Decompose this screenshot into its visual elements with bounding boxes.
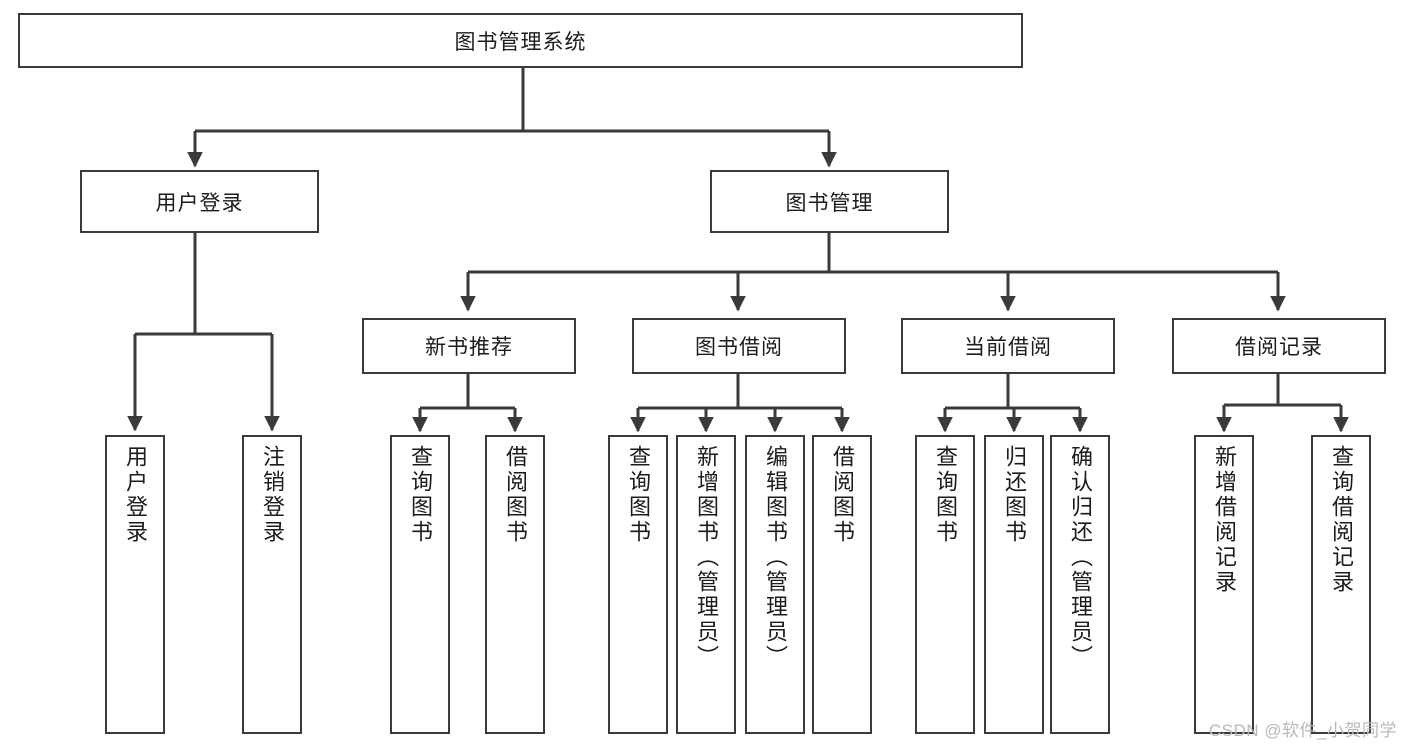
leaf-book-borrow-3[interactable]: 编辑图书（管理员） — [745, 435, 805, 734]
leaf-user-login-2[interactable]: 注销登录 — [242, 435, 302, 734]
node-book-borrow-label: 图书借阅 — [695, 336, 783, 359]
leaf-current-borrow-1-label: 查询图书 — [932, 445, 958, 545]
leaf-current-borrow-3-label: 确认归还（管理员） — [1067, 445, 1093, 670]
node-borrow-record-label: 借阅记录 — [1235, 336, 1323, 359]
node-current-borrow[interactable]: 当前借阅 — [901, 318, 1115, 374]
leaf-book-borrow-4-label: 借阅图书 — [829, 445, 855, 545]
leaf-new-book-2-label: 借阅图书 — [502, 445, 528, 545]
node-current-borrow-label: 当前借阅 — [964, 336, 1052, 359]
leaf-book-borrow-1[interactable]: 查询图书 — [608, 435, 668, 734]
leaf-user-login-1[interactable]: 用户登录 — [105, 435, 165, 734]
leaf-borrow-record-1-label: 新增借阅记录 — [1211, 445, 1237, 595]
leaf-book-borrow-3-label: 编辑图书（管理员） — [762, 445, 788, 670]
leaf-book-borrow-1-label: 查询图书 — [625, 445, 651, 545]
leaf-book-borrow-2-label: 新增图书（管理员） — [693, 445, 719, 670]
node-new-book-recommend[interactable]: 新书推荐 — [362, 318, 576, 374]
leaf-current-borrow-1[interactable]: 查询图书 — [915, 435, 975, 734]
leaf-new-book-1[interactable]: 查询图书 — [390, 435, 450, 734]
node-book-manage[interactable]: 图书管理 — [710, 170, 949, 233]
leaf-book-borrow-2[interactable]: 新增图书（管理员） — [676, 435, 736, 734]
node-borrow-record[interactable]: 借阅记录 — [1172, 318, 1386, 374]
leaf-borrow-record-2-label: 查询借阅记录 — [1328, 445, 1354, 595]
node-root-label: 图书管理系统 — [454, 30, 587, 54]
leaf-current-borrow-2[interactable]: 归还图书 — [984, 435, 1044, 734]
node-user-login[interactable]: 用户登录 — [80, 170, 319, 233]
csdn-watermark: CSDN @软件_小贺同学 — [1208, 721, 1397, 740]
node-book-manage-label: 图书管理 — [785, 191, 874, 215]
leaf-borrow-record-2[interactable]: 查询借阅记录 — [1311, 435, 1371, 734]
leaf-current-borrow-2-label: 归还图书 — [1001, 445, 1027, 545]
node-book-borrow[interactable]: 图书借阅 — [632, 318, 846, 374]
leaf-new-book-1-label: 查询图书 — [407, 445, 433, 545]
node-new-book-recommend-label: 新书推荐 — [425, 336, 513, 359]
leaf-new-book-2[interactable]: 借阅图书 — [485, 435, 545, 734]
leaf-user-login-2-label: 注销登录 — [259, 445, 285, 545]
node-user-login-label: 用户登录 — [155, 191, 244, 215]
leaf-user-login-1-label: 用户登录 — [122, 445, 148, 545]
leaf-current-borrow-3[interactable]: 确认归还（管理员） — [1050, 435, 1110, 734]
leaf-book-borrow-4[interactable]: 借阅图书 — [812, 435, 872, 734]
node-root[interactable]: 图书管理系统 — [18, 13, 1023, 68]
leaf-borrow-record-1[interactable]: 新增借阅记录 — [1194, 435, 1254, 734]
